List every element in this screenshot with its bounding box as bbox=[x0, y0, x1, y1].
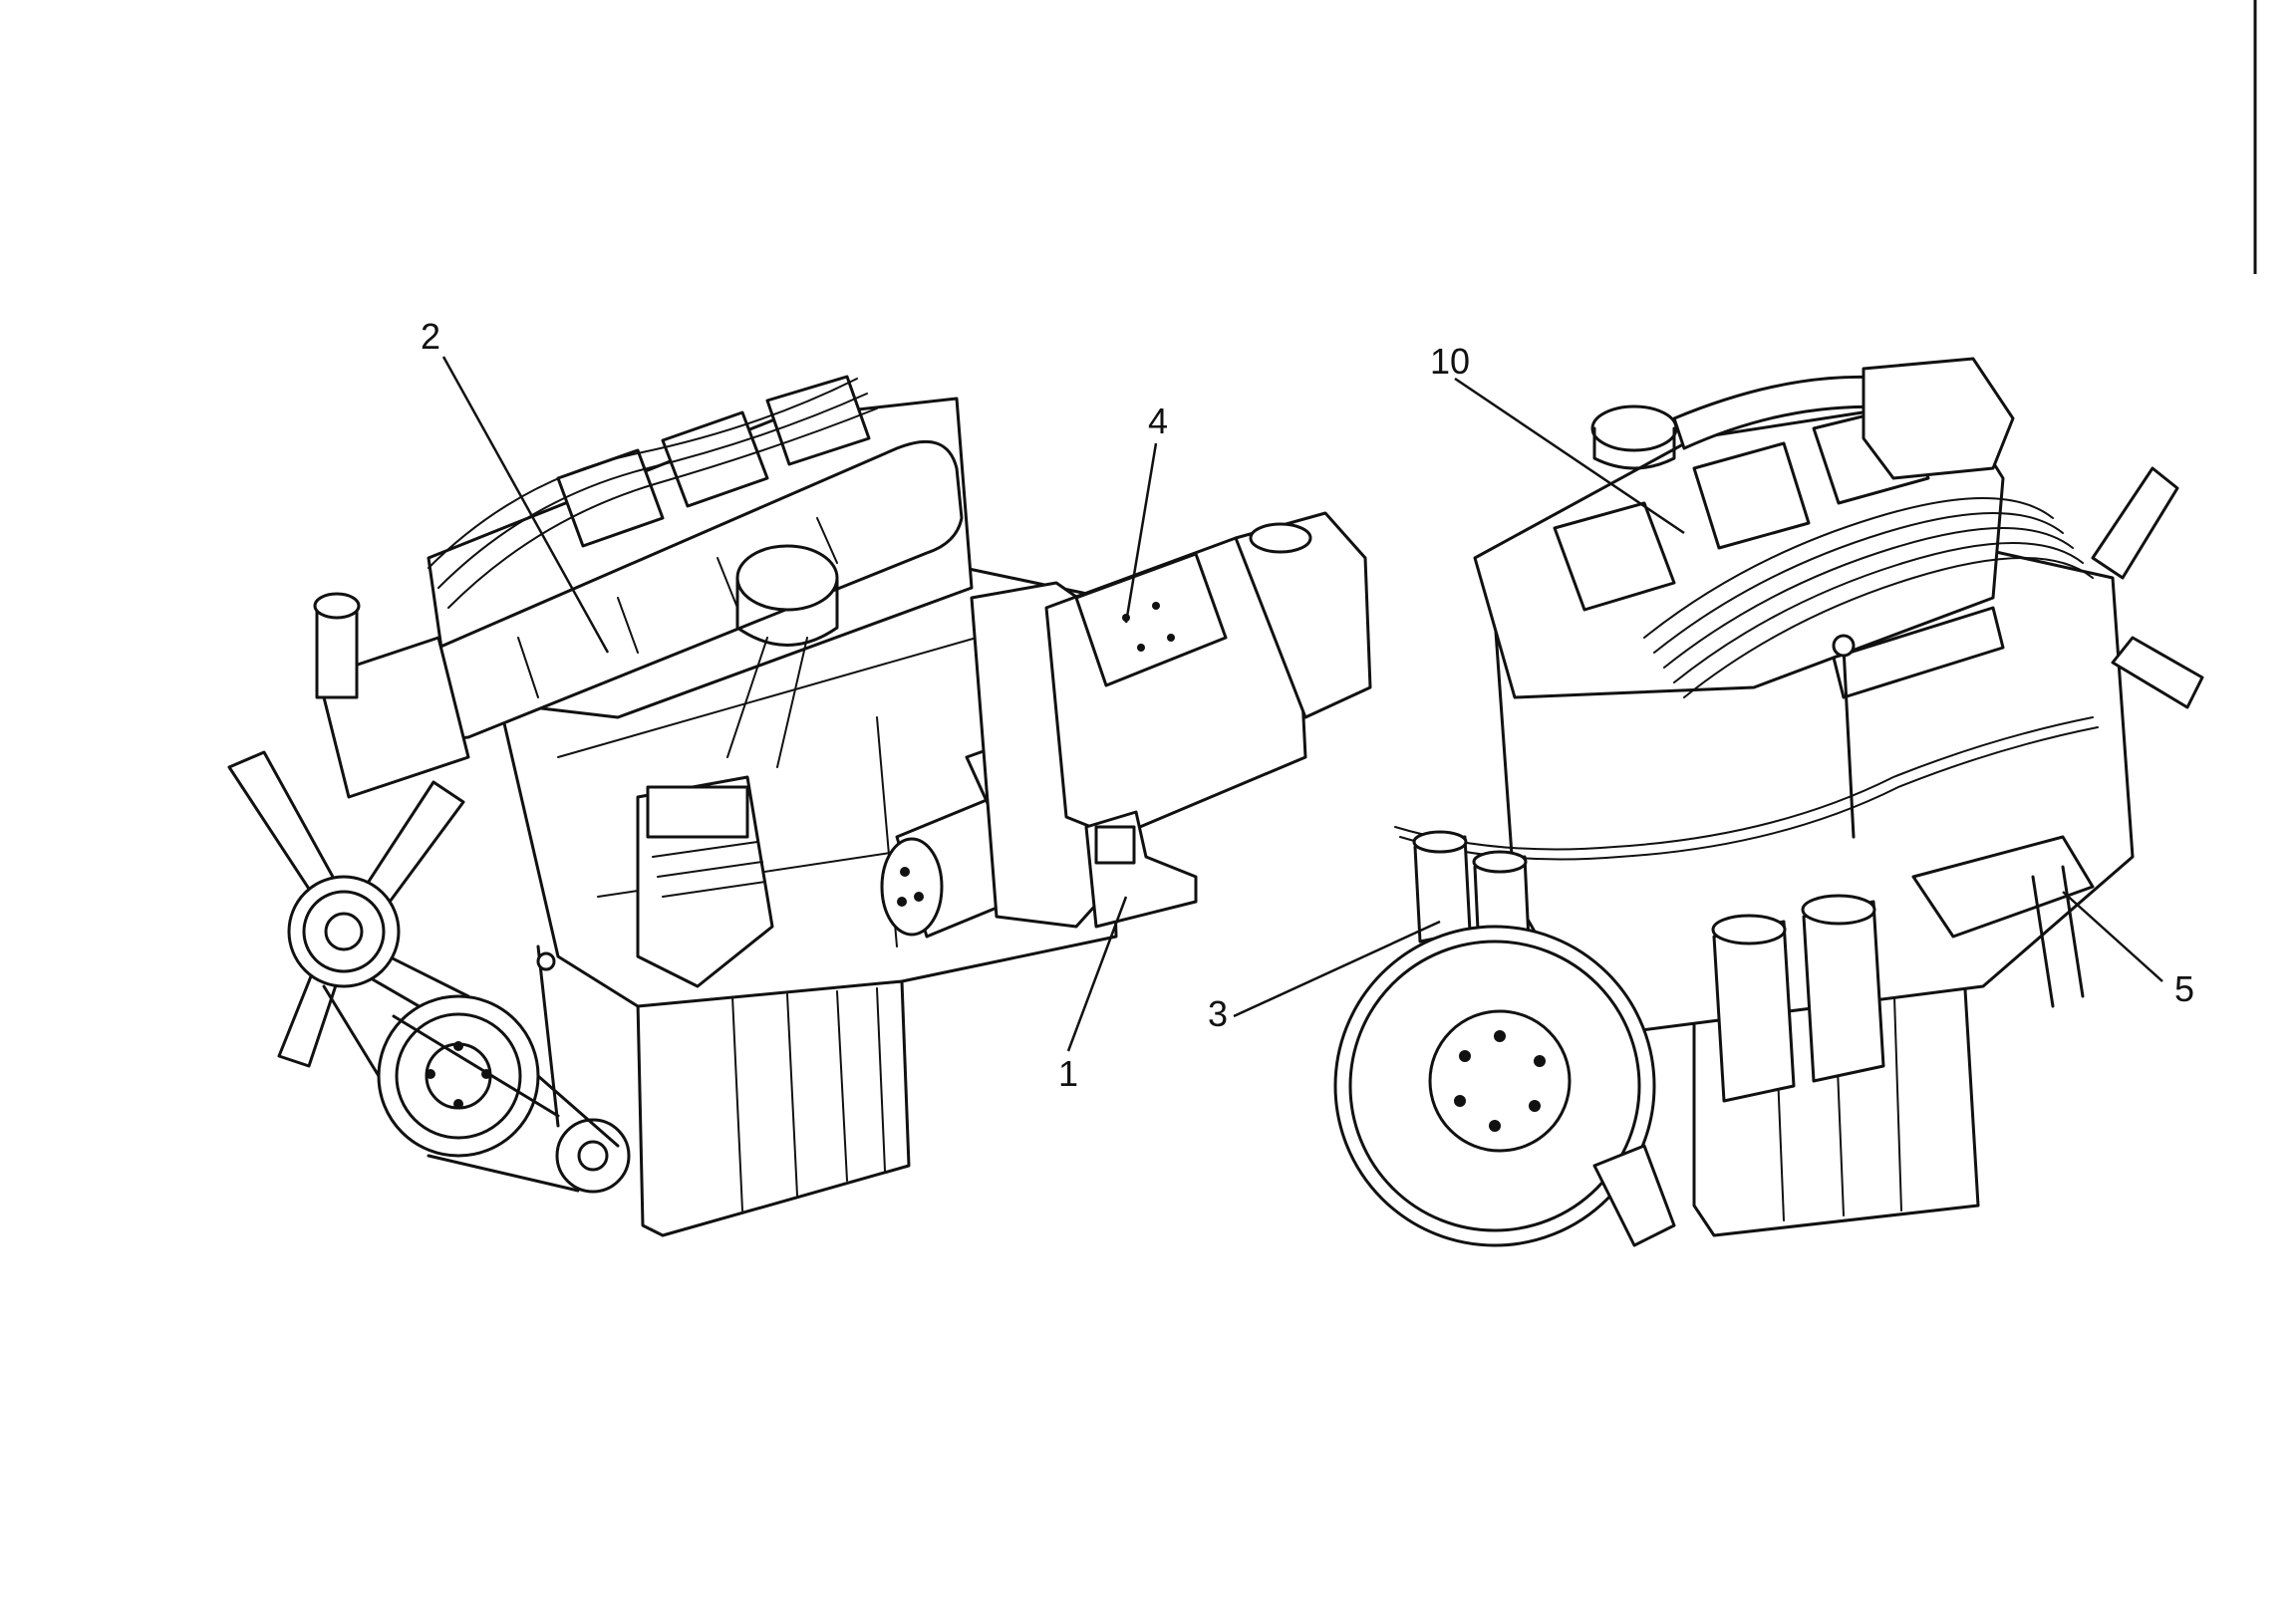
leader-line-5 bbox=[2062, 891, 2163, 982]
leader-line-4 bbox=[1124, 442, 1158, 624]
callout-label-1: 1 bbox=[1058, 1053, 1078, 1094]
callout-2: 2 bbox=[421, 316, 610, 654]
callout-label-4: 4 bbox=[1148, 401, 1168, 441]
fan-blade-right bbox=[2091, 466, 2179, 580]
flywheel bbox=[1333, 925, 1656, 1247]
dipstick-tube bbox=[1842, 646, 1856, 839]
idler-pulley bbox=[555, 1118, 631, 1194]
callout-10: 10 bbox=[1430, 341, 1685, 535]
valve-cover-2 bbox=[661, 410, 769, 508]
turbocharger bbox=[1862, 357, 2015, 480]
rear-mount-foot bbox=[1592, 1144, 1676, 1247]
leader-line-10 bbox=[1454, 377, 1685, 535]
injection-lines bbox=[428, 378, 878, 609]
leader-line-1 bbox=[1066, 896, 1128, 1052]
callout-3: 3 bbox=[1208, 920, 1441, 1034]
breather-cap bbox=[1590, 404, 1678, 452]
leader-line-3 bbox=[1233, 920, 1441, 1018]
nameplate bbox=[1832, 606, 2005, 699]
oil-sump bbox=[636, 979, 911, 1237]
oil-filters bbox=[1711, 894, 1885, 1103]
callout-label-2: 2 bbox=[421, 316, 440, 357]
gearbox bbox=[1044, 511, 1372, 839]
cooling-fan bbox=[227, 750, 470, 1068]
alternator bbox=[1911, 835, 2095, 939]
drive-belt bbox=[322, 984, 620, 1193]
callout-4: 4 bbox=[1124, 401, 1168, 624]
rocker-cover-1 bbox=[1553, 501, 1676, 612]
filler-cap bbox=[313, 592, 361, 620]
callout-label-3: 3 bbox=[1208, 993, 1228, 1034]
callout-label-10: 10 bbox=[1430, 341, 1470, 382]
callout-label-5: 5 bbox=[2174, 968, 2194, 1009]
air-cleaner bbox=[735, 544, 839, 612]
right-engine-illustration bbox=[1333, 357, 2204, 1247]
leader-line-2 bbox=[441, 356, 610, 654]
callout-1: 1 bbox=[1058, 896, 1128, 1094]
outlet-pipe bbox=[315, 606, 359, 699]
fuel-lines bbox=[1643, 497, 2094, 698]
left-engine-illustration bbox=[227, 375, 1372, 1237]
callout-5: 5 bbox=[2062, 891, 2194, 1009]
rocker-cover-2 bbox=[1692, 441, 1811, 550]
